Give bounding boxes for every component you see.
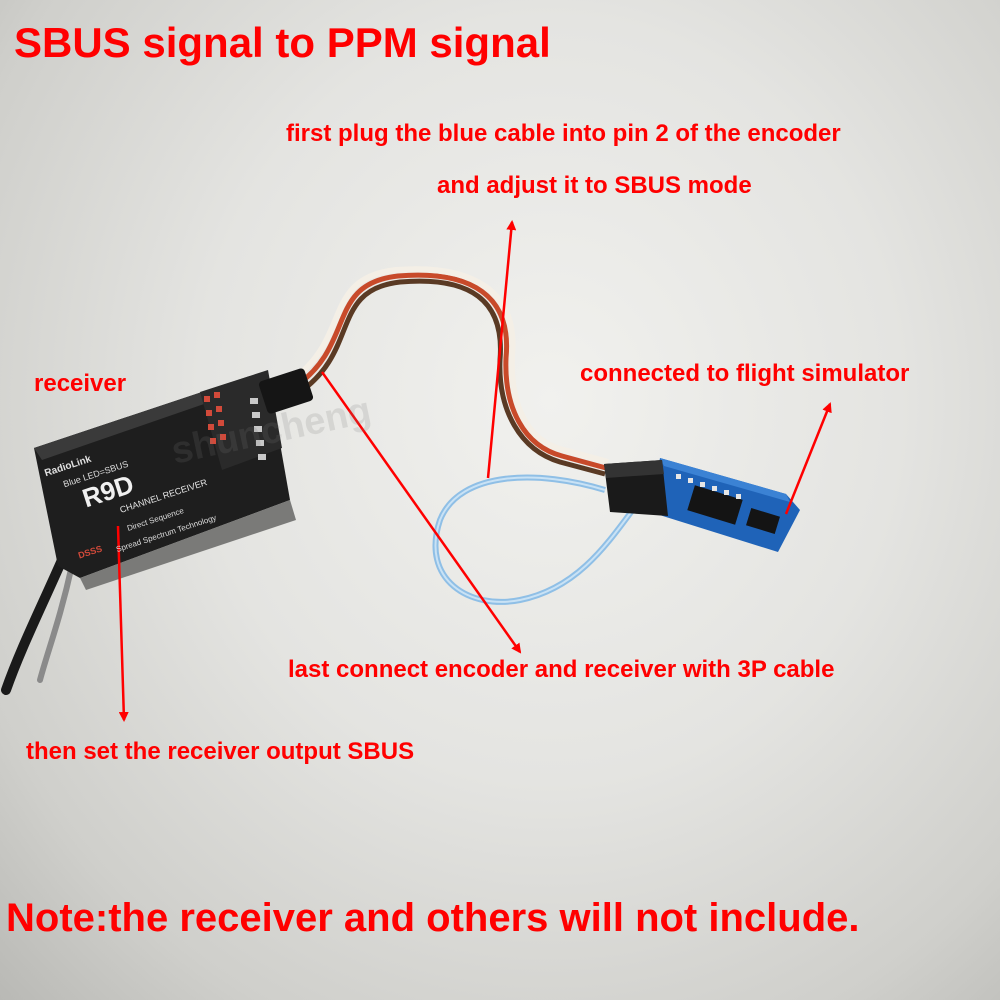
receiver-device — [34, 370, 296, 590]
annotation-sbus-mode: and adjust it to SBUS mode — [437, 172, 752, 199]
ppm-encoder-board — [604, 458, 800, 552]
page-title: SBUS signal to PPM signal — [14, 19, 551, 66]
annotation-arrows — [116, 220, 832, 722]
blue-cable — [432, 474, 643, 605]
servo-cable — [258, 266, 609, 477]
antenna-wires — [1, 555, 75, 695]
annotation-last-connect: last connect encoder and receiver with 3… — [288, 656, 835, 683]
annotation-first-plug: first plug the blue cable into pin 2 of … — [286, 120, 841, 147]
annotation-receiver: receiver — [34, 370, 127, 397]
note-text: Note:the receiver and others will not in… — [6, 896, 860, 940]
annotation-flight-simulator: connected to flight simulator — [580, 360, 910, 387]
annotation-set-sbus: then set the receiver output SBUS — [26, 738, 415, 765]
